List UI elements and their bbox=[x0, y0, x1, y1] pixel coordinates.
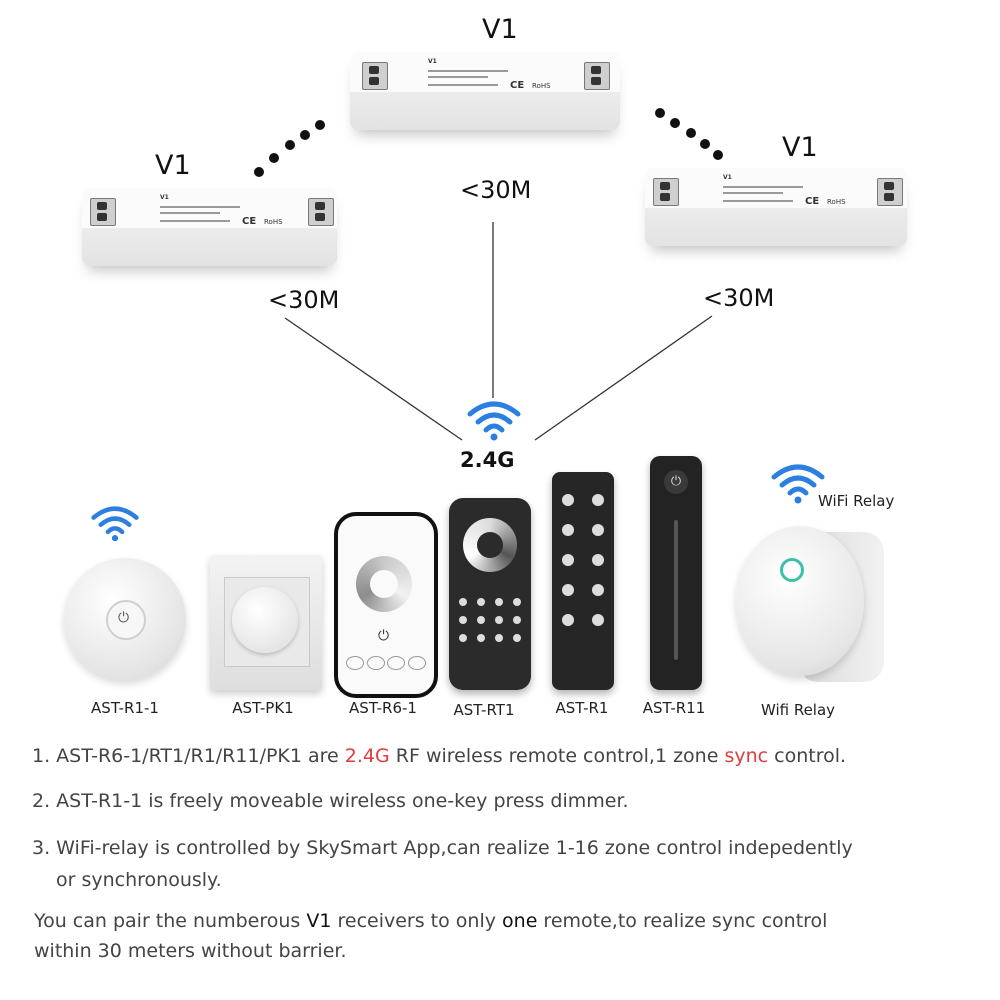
summary-paragraph: You can pair the numberous V1 receivers … bbox=[34, 910, 828, 932]
product-label: AST-R1-1 bbox=[91, 699, 159, 717]
wifi-icon bbox=[91, 506, 139, 542]
summary-paragraph-line2: within 30 meters without barrier. bbox=[34, 940, 347, 962]
receiver-left: V1 CE RoHS bbox=[82, 188, 337, 266]
receiver-top: V1 CE RoHS bbox=[350, 52, 620, 130]
hub-label: 2.4G bbox=[460, 448, 515, 472]
power-icon: ⏻ bbox=[118, 610, 130, 626]
distance-center: <30M bbox=[460, 176, 532, 204]
receiver-right: V1 CE RoHS bbox=[645, 168, 907, 246]
distance-right: <30M bbox=[703, 284, 775, 312]
product-wifi-relay-image bbox=[736, 518, 886, 686]
receiver-right-label: V1 bbox=[782, 132, 818, 163]
product-ast-pk1-image bbox=[210, 555, 322, 690]
rohs-mark: RoHS bbox=[827, 198, 846, 206]
touch-slider[interactable] bbox=[674, 520, 678, 660]
product-ast-r1-image bbox=[552, 472, 614, 690]
relay-button[interactable] bbox=[780, 558, 804, 582]
product-label: AST-RT1 bbox=[453, 701, 515, 719]
distance-left: <30M bbox=[268, 286, 340, 314]
note-2: 2. AST-R1-1 is freely moveable wireless … bbox=[32, 790, 629, 812]
wifi-icon bbox=[771, 464, 825, 504]
power-button[interactable]: ⏻ bbox=[664, 470, 688, 494]
rotary-knob[interactable] bbox=[232, 587, 298, 653]
receiver-left-label: V1 bbox=[155, 150, 191, 181]
product-ast-rt1-image bbox=[449, 498, 531, 690]
remote-buttons[interactable] bbox=[562, 494, 604, 626]
wifi-relay-caption: WiFi Relay bbox=[818, 492, 895, 510]
product-label: AST-R11 bbox=[642, 699, 706, 717]
wifi-icon bbox=[467, 401, 521, 441]
rohs-mark: RoHS bbox=[264, 218, 283, 226]
power-icon[interactable]: ⏻ bbox=[378, 628, 390, 644]
note-3-continued: or synchronously. bbox=[56, 869, 222, 891]
receiver-model: V1 bbox=[160, 194, 169, 201]
product-label: AST-R6-1 bbox=[349, 699, 417, 717]
product-ast-r11-image: ⏻ bbox=[650, 456, 702, 690]
product-label: AST-PK1 bbox=[232, 699, 294, 717]
rohs-mark: RoHS bbox=[532, 82, 551, 90]
note-1: 1. AST-R6-1/RT1/R1/R11/PK1 are 2.4G RF w… bbox=[32, 745, 847, 767]
product-label: Wifi Relay bbox=[760, 701, 836, 719]
scene-buttons[interactable] bbox=[459, 598, 521, 642]
power-button[interactable] bbox=[106, 600, 146, 640]
receiver-model: V1 bbox=[428, 58, 437, 65]
connection-lines bbox=[284, 222, 713, 441]
note-3: 3. WiFi-relay is controlled by SkySmart … bbox=[32, 837, 853, 859]
product-ast-r1-1-image: ⏻ bbox=[64, 558, 186, 680]
receiver-model: V1 bbox=[723, 174, 732, 181]
receiver-top-label: V1 bbox=[482, 14, 518, 45]
product-label: AST-R1 bbox=[555, 699, 609, 717]
product-ast-r6-1-image: ⏻ bbox=[334, 512, 438, 698]
brightness-buttons[interactable] bbox=[346, 656, 426, 670]
